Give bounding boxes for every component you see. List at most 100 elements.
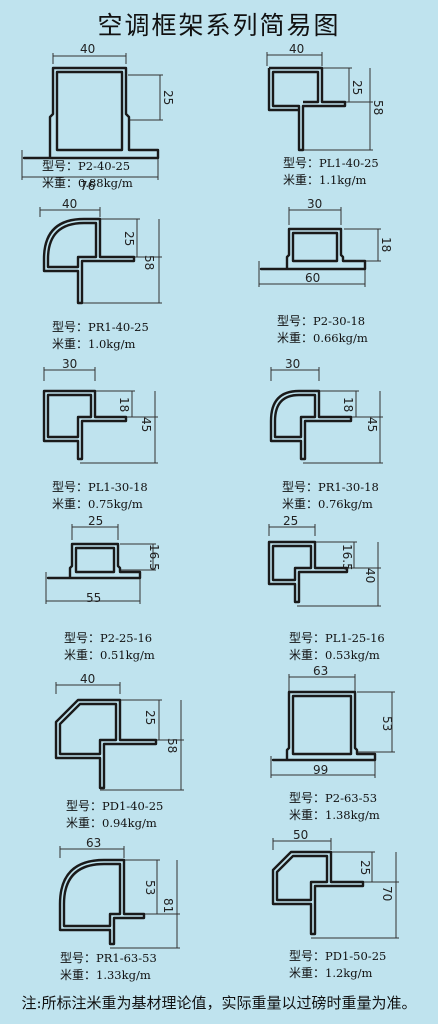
model-value: P2-25-16 [100, 631, 153, 645]
pd1-40-25-dim-height: 25 [143, 710, 157, 725]
pl1-40-25-dim-height: 25 [350, 80, 364, 95]
weight-value: 0.75kg/m [88, 497, 143, 511]
profile-p2-30-18: 30 18 60 型号：P2-30-18 米重：0.66kg/m [219, 195, 438, 355]
model-label: 型号： [66, 799, 103, 813]
pr1-40-25-drawing: 40 25 58 [39, 197, 162, 305]
pl1-30-18-drawing: 30 18 45 [42, 357, 158, 464]
p2-63-53-spec: 型号：P2-63-53 米重：1.38kg/m [289, 790, 380, 824]
weight-label: 米重： [282, 497, 319, 511]
pr1-30-18-drawing: 30 18 45 [269, 357, 383, 464]
model-label: 型号： [277, 314, 314, 328]
weight-value: 1.38kg/m [325, 808, 380, 822]
pr1-40-25-dim-height: 25 [122, 231, 136, 246]
p2-30-18-dim-width: 30 [307, 197, 322, 211]
p2-40-25-dim-width: 40 [80, 42, 95, 56]
pr1-63-53-drawing: 63 53 81 [58, 836, 180, 949]
profile-pd1-50-25: 50 25 70 型号：PD1-50-25 米重：1.2kg/m [219, 826, 438, 986]
pr1-63-53-dim-width: 63 [86, 836, 101, 850]
model-label: 型号： [289, 631, 326, 645]
pd1-50-25-drawing: 50 25 70 [271, 828, 399, 939]
p2-25-16-spec: 型号：P2-25-16 米重：0.51kg/m [64, 630, 155, 664]
p2-30-18-drawing: 30 18 60 [258, 197, 393, 287]
pl1-30-18-dim-total: 45 [139, 417, 153, 432]
p2-63-53-dim-width: 63 [313, 664, 328, 678]
model-label: 型号： [283, 156, 320, 170]
pl1-40-25-dim-total: 58 [371, 100, 385, 115]
weight-label: 米重： [52, 497, 89, 511]
weight-value: 1.33kg/m [96, 968, 151, 982]
weight-label: 米重： [283, 173, 320, 187]
profile-pl1-30-18: 30 18 45 型号：PL1-30-18 米重：0.75kg/m [0, 355, 219, 515]
profile-p2-63-53: 63 53 99 型号：P2-63-53 米重：1.38kg/m [219, 662, 438, 822]
weight-label: 米重： [66, 816, 103, 830]
weight-label: 米重： [289, 648, 326, 662]
pl1-30-18-dim-width: 30 [62, 357, 77, 371]
model-label: 型号： [282, 480, 319, 494]
weight-label: 米重： [289, 808, 326, 822]
weight-value: 0.88kg/m [78, 176, 133, 190]
model-value: PD1-40-25 [102, 799, 164, 813]
pd1-50-25-spec: 型号：PD1-50-25 米重：1.2kg/m [289, 948, 386, 982]
p2-40-25-spec: 型号：P2-40-25 米重：0.88kg/m [42, 158, 133, 192]
weight-label: 米重： [42, 176, 79, 190]
model-label: 型号： [52, 320, 89, 334]
p2-25-16-drawing: 25 16.5 55 [45, 514, 161, 605]
model-value: P2-40-25 [78, 159, 131, 173]
pd1-40-25-dim-width: 40 [80, 672, 95, 686]
pl1-25-16-dim-height: 16.5 [340, 544, 354, 571]
model-value: PL1-40-25 [319, 156, 379, 170]
pr1-30-18-dim-width: 30 [285, 357, 300, 371]
p2-40-25-dim-height: 25 [161, 90, 175, 105]
weight-label: 米重： [277, 331, 314, 345]
profile-pr1-40-25: 40 25 58 型号：PR1-40-25 米重：1.0kg/m [0, 195, 219, 355]
profile-pr1-63-53: 63 53 81 型号：PR1-63-53 米重：1.33kg/m [0, 834, 219, 994]
p2-63-53-dim-total: 99 [313, 763, 328, 777]
model-label: 型号： [42, 159, 79, 173]
p2-30-18-dim-height: 18 [379, 237, 393, 252]
pr1-63-53-spec: 型号：PR1-63-53 米重：1.33kg/m [60, 950, 157, 984]
p2-63-53-drawing: 63 53 99 [270, 664, 395, 778]
pr1-63-53-dim-total: 81 [161, 898, 175, 913]
pd1-40-25-drawing: 40 25 58 [54, 672, 184, 791]
model-label: 型号： [289, 949, 326, 963]
p2-25-16-dim-width: 25 [88, 514, 103, 528]
pr1-40-25-dim-total: 58 [142, 255, 156, 270]
model-value: PR1-30-18 [318, 480, 379, 494]
model-label: 型号： [289, 791, 326, 805]
weight-label: 米重： [60, 968, 97, 982]
weight-label: 米重： [64, 648, 101, 662]
profile-p2-25-16: 25 16.5 55 型号：P2-25-16 米重：0.51kg/m [0, 512, 219, 672]
pd1-40-25-dim-total: 58 [165, 738, 179, 753]
model-value: P2-63-53 [325, 791, 378, 805]
model-value: P2-30-18 [313, 314, 366, 328]
weight-value: 0.66kg/m [313, 331, 368, 345]
model-value: PR1-40-25 [88, 320, 149, 334]
weight-value: 0.53kg/m [325, 648, 380, 662]
pd1-50-25-dim-height: 25 [358, 860, 372, 875]
p2-25-16-dim-height: 16.5 [147, 544, 161, 571]
p2-25-16-dim-total: 55 [86, 591, 101, 605]
p2-40-25-drawing: 40 25 76 [21, 42, 175, 193]
p2-40-25-dim-total: 76 [80, 179, 95, 193]
pl1-25-16-dim-total: 40 [363, 568, 377, 583]
pl1-30-18-spec: 型号：PL1-30-18 米重：0.75kg/m [52, 479, 148, 513]
footer-note: 注:所标注米重为基材理论值，实际重量以过磅时重量为准。 [21, 994, 417, 1012]
weight-value: 0.51kg/m [100, 648, 155, 662]
pd1-50-25-dim-width: 50 [293, 828, 308, 842]
page-title: 空调框架系列简易图 [97, 11, 341, 40]
profile-pd1-40-25: 40 25 58 型号：PD1-40-25 米重：0.94kg/m [0, 670, 219, 830]
profile-pl1-25-16: 25 16.5 40 型号：PL1-25-16 米重：0.53kg/m [219, 512, 438, 672]
profile-pl1-40-25: 40 25 58 型号：PL1-40-25 米重：1.1kg/m [219, 40, 438, 200]
p2-63-53-dim-height: 53 [380, 716, 394, 731]
pd1-50-25-dim-total: 70 [380, 886, 394, 901]
model-label: 型号： [64, 631, 101, 645]
p2-30-18-spec: 型号：P2-30-18 米重：0.66kg/m [277, 313, 368, 347]
weight-value: 0.94kg/m [102, 816, 157, 830]
pl1-40-25-dim-width: 40 [289, 42, 304, 56]
pl1-25-16-drawing: 25 16.5 40 [267, 514, 381, 607]
profile-pr1-30-18: 30 18 45 型号：PR1-30-18 米重：0.76kg/m [219, 355, 438, 515]
model-value: PD1-50-25 [325, 949, 387, 963]
pr1-63-53-dim-height: 53 [143, 880, 157, 895]
pr1-40-25-dim-width: 40 [62, 197, 77, 211]
weight-label: 米重： [52, 337, 89, 351]
